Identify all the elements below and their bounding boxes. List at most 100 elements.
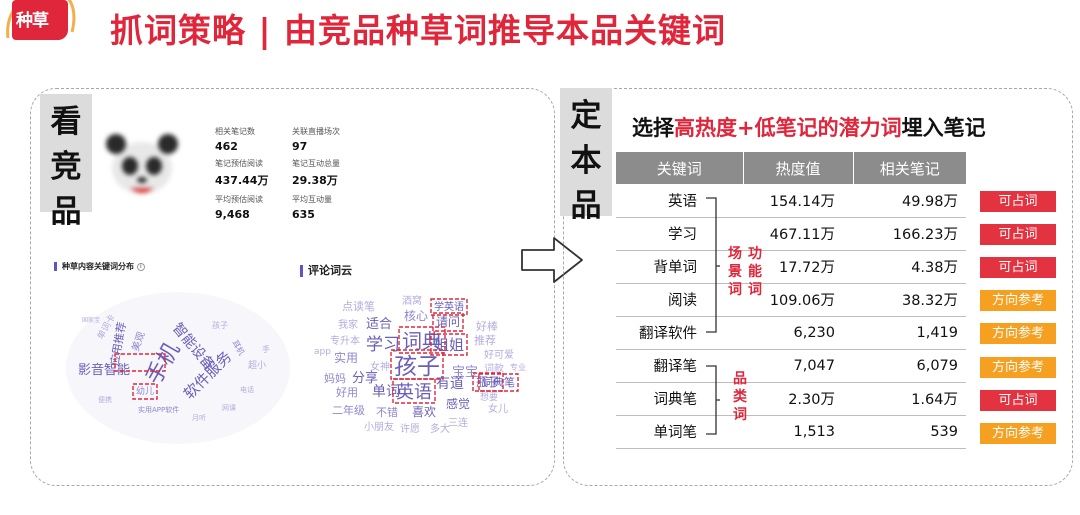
cloud-word: 感觉 [446, 396, 470, 411]
cell-keyword: 背单词 [616, 250, 743, 284]
cell-heat: 109.06万 [743, 283, 853, 317]
cloud-word: 不错 [376, 405, 398, 419]
highlight-box [392, 378, 436, 404]
status-badge: 可占词 [980, 224, 1056, 246]
highlight-box [432, 312, 464, 332]
highlight-box [430, 333, 468, 356]
cloud-word: 孩子 [212, 320, 228, 330]
cloud-word: 好棒 [476, 319, 498, 333]
cell-heat: 17.72万 [743, 250, 853, 284]
cell-keyword: 学习 [616, 217, 743, 251]
cloud-word: 女神 [370, 360, 390, 373]
competitor-tag: 看 竞 品 [40, 94, 92, 230]
cell-keyword: 英语 [616, 184, 743, 218]
cloud-word: 请问 [436, 315, 460, 329]
cell-notes: 49.98万 [853, 184, 966, 218]
keyword-word-cloud: 手机智能设备软件服务影音智能应用推荐幼儿美观单词卡耳机孩子超小手实用APP软件月… [66, 292, 290, 444]
table-header-row: 关键词 热度值 相关笔记 [616, 152, 966, 184]
cloud-word: 多大 [430, 422, 450, 435]
cell-keyword: 词典笔 [616, 382, 743, 416]
cloud-word: 女儿 [488, 402, 508, 415]
cell-heat: 7,047 [743, 349, 853, 383]
group-bracket-lower [706, 365, 720, 435]
stat-live-sessions: 关联直播场次 97 [292, 127, 340, 153]
cell-notes: 38.32万 [853, 283, 966, 317]
status-badge: 方向参考 [980, 356, 1056, 378]
cell-notes: 1.64万 [853, 382, 966, 416]
cloud-word: 幼儿 [136, 385, 154, 397]
header-notes: 相关笔记 [852, 152, 966, 184]
stat-related-notes: 相关笔记数 462 [215, 127, 255, 153]
cell-notes: 4.38万 [853, 250, 966, 284]
cloud-word: 喜欢 [412, 404, 436, 419]
cloud-word: 超小 [248, 359, 266, 371]
cell-keyword: 单词笔 [616, 415, 743, 449]
brand-logo: 种草 [4, 0, 78, 44]
cell-heat: 2.30万 [743, 382, 853, 416]
cloud-word: 专升本 [330, 334, 360, 347]
cloud-word: app [314, 347, 331, 357]
cloud-word: 点读笔 [342, 299, 375, 313]
highlight-box [132, 383, 158, 400]
cloud-word: 酒窝 [402, 294, 422, 307]
cell-heat: 1,513 [743, 415, 853, 449]
cloud-word: 宝宝 [452, 365, 478, 380]
status-badge: 可占词 [980, 257, 1056, 279]
stat-total-interactions: 笔记互动总量 29.38万 [292, 159, 340, 187]
cell-notes: 6,079 [853, 349, 966, 383]
cloud-word: 核心 [404, 309, 428, 323]
cloud-word: 网课 [222, 403, 236, 412]
cell-keyword: 翻译软件 [616, 316, 743, 350]
stat-estimated-reads: 笔记预估阅读 437.44万 [215, 159, 269, 187]
cell-notes: 1,419 [853, 316, 966, 350]
cell-heat: 154.14万 [743, 184, 853, 218]
page-title: 抓词策略 | 由竞品种草词推导本品关键词 [110, 11, 727, 50]
arrow-right-icon [521, 237, 583, 283]
stat-avg-interactions: 平均互动量 635 [292, 195, 332, 221]
cloud-word: 英语 [396, 382, 432, 403]
cloud-word: 便携 [98, 395, 112, 404]
info-icon[interactable]: i [136, 262, 145, 271]
status-badge: 可占词 [980, 389, 1056, 411]
highlight-box [430, 298, 468, 316]
scene-word-label: 场 景 词 [728, 246, 742, 298]
cloud-word: 影音智能 [78, 362, 130, 378]
cloud-word: 好用 [336, 385, 358, 399]
highlight-box [478, 373, 519, 392]
cloud-word: 词典 [402, 329, 442, 353]
competitor-panel [30, 88, 555, 486]
tag-char: 品 [570, 188, 602, 224]
keyword-distribution-title: 种草内容关键词分布 i [54, 261, 145, 272]
cloud-word: 我家 [338, 318, 358, 331]
header-keyword: 关键词 [616, 152, 743, 184]
group-bracket-upper [706, 197, 720, 333]
cloud-word: 好可爱 [484, 348, 514, 361]
cell-heat: 6,230 [743, 316, 853, 350]
function-word-label: 功 能 词 [748, 246, 762, 298]
highlight-box [390, 349, 444, 380]
cell-keyword: 翻译笔 [616, 349, 743, 383]
cloud-word: 小朋友 [364, 420, 394, 433]
cloud-word: 三连 [448, 416, 468, 429]
cloud-word: 孩子 [394, 354, 440, 380]
status-badge: 方向参考 [980, 323, 1056, 345]
cell-heat: 467.11万 [743, 217, 853, 251]
cell-notes: 166.23万 [853, 217, 966, 251]
cloud-word: 推荐 [474, 333, 496, 347]
table-heading: 选择高热度+低笔记的潜力词埋入笔记 [632, 116, 986, 140]
cloud-word: 二年级 [332, 403, 365, 417]
status-badge: 可占词 [980, 191, 1056, 212]
tag-char: 竞 [50, 149, 82, 185]
cloud-word: 想要 [480, 391, 498, 403]
cloud-word: 词典笔 [482, 375, 515, 389]
cloud-word: 学英语 [434, 300, 464, 313]
cloud-word: 许愿 [400, 423, 420, 435]
panda-avatar [106, 134, 178, 194]
cloud-word: 词款 [484, 362, 504, 375]
header-heat: 热度值 [742, 152, 853, 184]
